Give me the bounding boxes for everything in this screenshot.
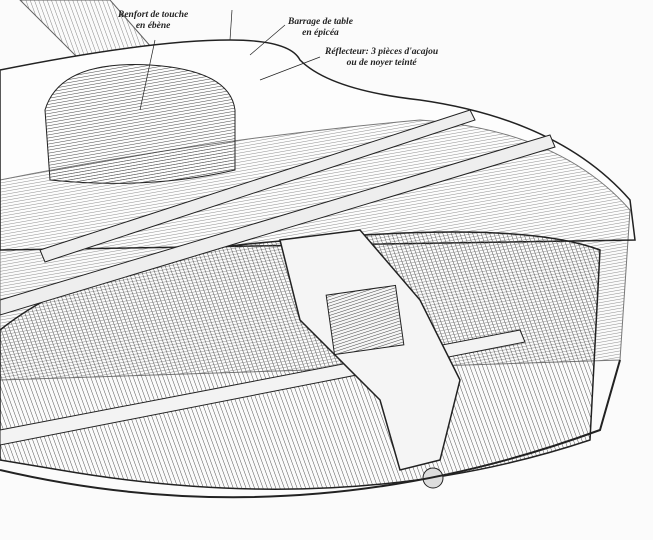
label-top-bracing: Barrage de table en épicéa: [288, 17, 353, 39]
label-line: en épicéa: [302, 28, 339, 38]
label-fingerboard-reinforcement: Renfort de touche en ébène: [118, 10, 188, 32]
brace-1: [39, 109, 476, 263]
leader-line: [229, 9, 233, 41]
label-line: Barrage de table: [288, 17, 353, 27]
label-line: ou de noyer teinté: [346, 58, 417, 68]
leader-line: [139, 39, 156, 111]
label-line: Réflecteur: 3 pièces d'acajou: [325, 47, 439, 57]
leader-line: [249, 24, 286, 56]
tailpiece-plate: [325, 284, 405, 356]
leader-line: [259, 56, 321, 81]
label-reflector: Réflecteur: 3 pièces d'acajou ou de noye…: [325, 47, 438, 69]
brace-2: [0, 134, 556, 316]
guitar-side: [0, 359, 621, 499]
label-line: en ébène: [135, 21, 171, 31]
label-line: Renfort de touche: [118, 10, 189, 20]
